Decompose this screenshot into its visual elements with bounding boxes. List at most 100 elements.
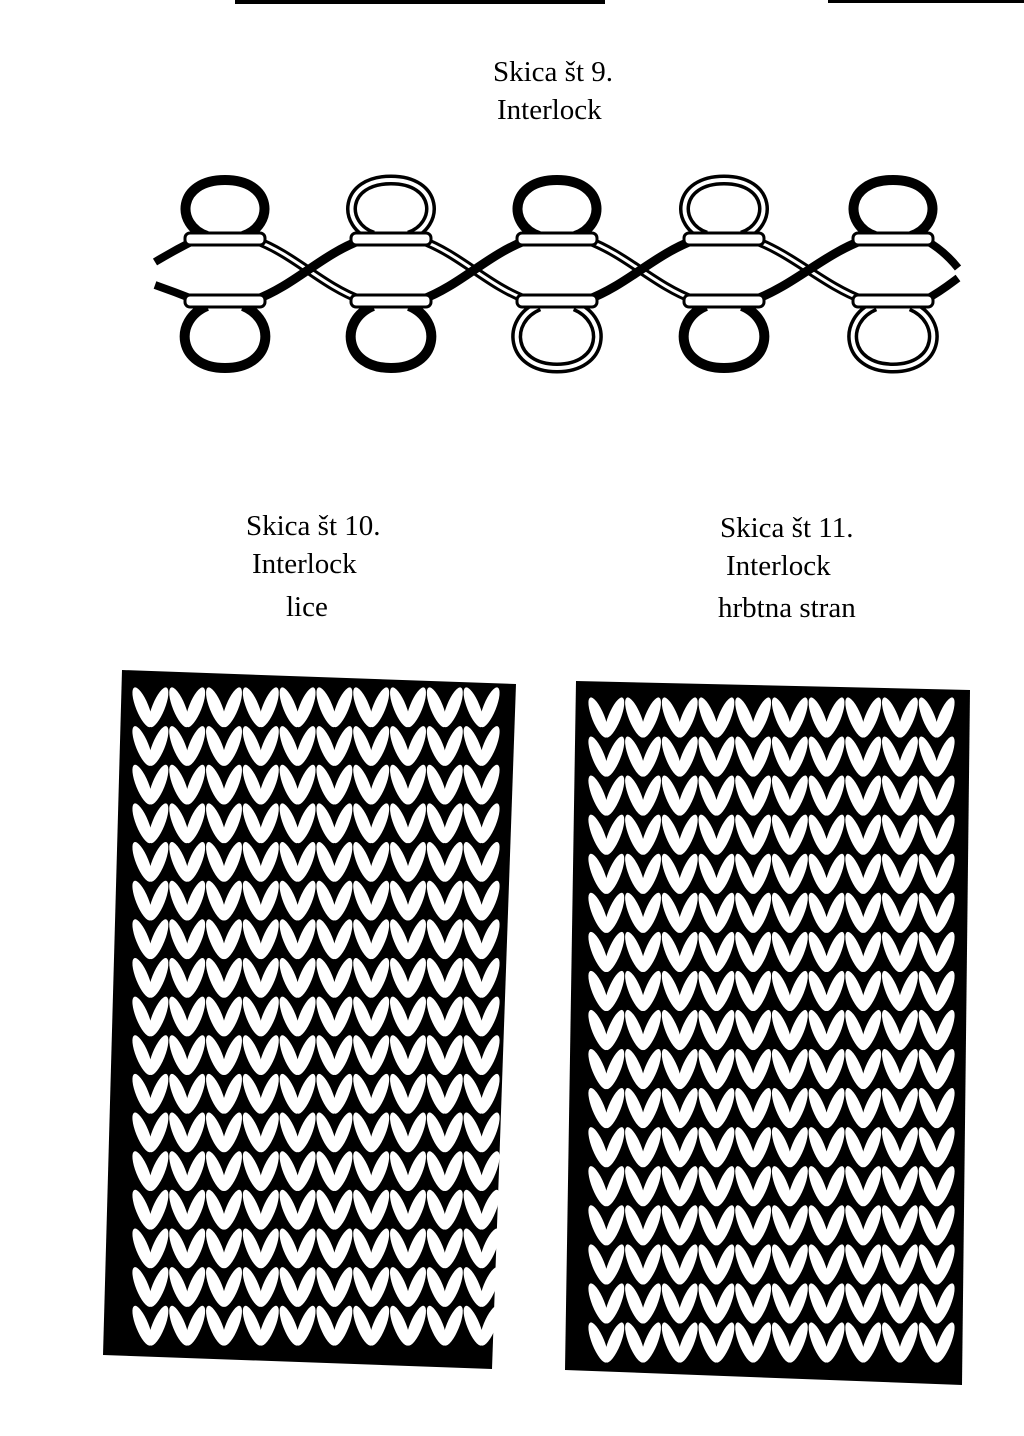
upper-needle-bar <box>515 231 599 247</box>
knit-stitch <box>751 853 772 894</box>
knit-stitch <box>259 803 279 844</box>
knit-stitch <box>148 687 169 728</box>
figure9-caption-number: Skica št 9. <box>493 56 614 88</box>
knit-stitch <box>148 958 169 998</box>
knit-stitch <box>479 1228 500 1269</box>
knit-stitch <box>898 892 918 933</box>
knit-stitch <box>332 764 353 805</box>
knit-stitch <box>641 814 661 855</box>
knit-stitch <box>771 775 792 816</box>
knit-stitch <box>185 1112 206 1153</box>
knit-stitch <box>735 853 755 894</box>
knit-stitch <box>861 1049 882 1090</box>
upper-loop <box>512 174 602 241</box>
knit-stitch <box>443 1267 463 1307</box>
knit-stitch <box>406 1305 426 1346</box>
knit-stitch <box>661 853 682 894</box>
knit-stitch <box>443 726 463 766</box>
knit-stitch <box>861 1283 882 1324</box>
knit-stitch <box>222 919 242 960</box>
knit-stitch <box>845 853 866 894</box>
knit-stitch <box>882 1322 902 1363</box>
knit-stitch <box>861 775 882 816</box>
knit-stitch <box>169 1151 189 1191</box>
knit-stitch <box>641 736 661 777</box>
knit-stitch <box>882 892 902 933</box>
knit-stitch <box>390 1035 410 1075</box>
knit-stitch <box>242 1151 263 1191</box>
knit-stitch <box>185 1228 206 1269</box>
knit-stitch <box>861 892 882 933</box>
knit-stitch <box>206 1112 226 1153</box>
knit-stitch <box>625 736 645 777</box>
knit-stitch <box>169 803 189 844</box>
knit-stitch <box>279 919 300 960</box>
knit-stitch <box>369 958 390 998</box>
knit-stitch <box>735 1049 755 1090</box>
knit-stitch <box>185 958 206 998</box>
knit-stitch <box>714 1088 735 1129</box>
knit-stitch <box>369 880 390 921</box>
knit-stitch <box>698 1322 719 1363</box>
knit-stitch <box>426 1151 447 1191</box>
knit-stitch <box>771 1205 792 1246</box>
knit-stitch <box>316 687 337 728</box>
knit-stitch <box>735 814 755 855</box>
knit-stitch <box>132 1073 153 1114</box>
knit-stitch <box>641 1244 661 1285</box>
knit-stitch <box>588 775 609 816</box>
knit-stitch <box>934 1205 955 1246</box>
knit-stitch <box>332 1267 353 1307</box>
knit-stitch <box>295 1151 316 1191</box>
knit-stitch <box>771 1322 792 1363</box>
knit-stitch <box>641 1049 661 1090</box>
knit-stitch <box>463 996 484 1037</box>
knit-stitch <box>714 697 735 738</box>
knit-stitch <box>222 996 242 1037</box>
knit-stitch <box>714 970 735 1011</box>
knit-stitch <box>259 726 279 766</box>
knit-stitch <box>426 1073 447 1114</box>
knit-stitch <box>808 1322 829 1363</box>
knit-stitch <box>185 880 206 921</box>
knit-stitch <box>604 1166 625 1207</box>
knit-stitch <box>295 919 316 960</box>
knit-stitch <box>132 880 153 921</box>
knit-stitch <box>443 996 463 1037</box>
knit-stitch <box>714 892 735 933</box>
knit-stitch <box>479 958 500 998</box>
knit-stitch <box>316 726 337 766</box>
knit-stitch <box>898 1166 918 1207</box>
knit-stitch <box>771 1049 792 1090</box>
knit-stitch <box>751 1009 772 1051</box>
knit-stitch <box>222 1267 242 1307</box>
knit-stitch <box>222 1189 242 1230</box>
knit-stitch <box>169 996 189 1037</box>
knit-stitch <box>169 1073 189 1114</box>
knit-stitch <box>369 1189 390 1230</box>
knit-stitch <box>661 1088 682 1129</box>
knit-stitch <box>132 996 153 1037</box>
knit-stitch <box>808 775 829 816</box>
knit-stitch <box>677 931 698 972</box>
knit-stitch <box>316 919 337 960</box>
knit-stitch <box>369 1073 390 1114</box>
knit-stitch <box>845 1283 866 1324</box>
knit-stitch <box>463 1112 484 1153</box>
knit-stitch <box>751 697 772 738</box>
knit-stitch <box>698 1049 719 1090</box>
knit-stitch <box>588 1283 609 1324</box>
upper-loop-highlight <box>682 177 766 238</box>
knit-stitch <box>279 1035 300 1075</box>
knit-stitch <box>625 1127 645 1168</box>
knit-stitch <box>641 931 661 972</box>
knit-stitch <box>242 1112 263 1153</box>
knit-stitch <box>169 764 189 805</box>
knit-stitch <box>898 970 918 1011</box>
knit-stitch <box>861 1322 882 1363</box>
knit-stitch <box>426 958 447 998</box>
knit-stitch <box>934 1088 955 1129</box>
knit-stitch <box>698 1283 719 1324</box>
knit-stitch <box>808 814 829 855</box>
knit-stitch <box>169 958 189 998</box>
